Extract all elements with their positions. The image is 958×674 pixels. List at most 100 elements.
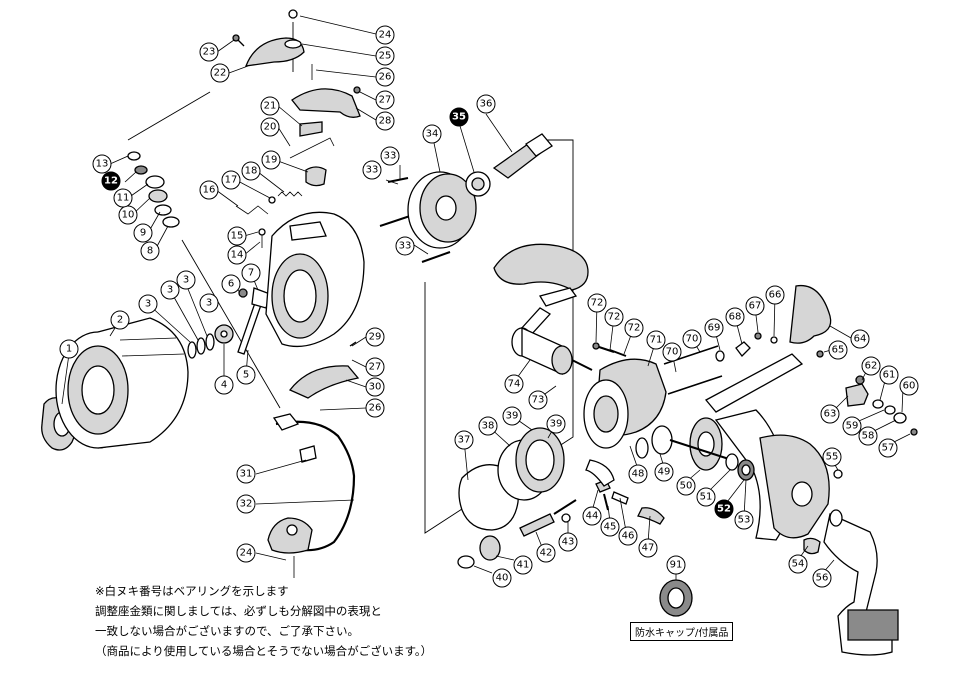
svg-text:17: 17 (225, 175, 238, 186)
callout-68: 68 (725, 307, 745, 327)
svg-text:1: 1 (66, 344, 72, 355)
svg-text:26: 26 (379, 72, 392, 83)
svg-text:65: 65 (832, 345, 845, 356)
svg-text:43: 43 (562, 537, 575, 548)
svg-text:39: 39 (506, 411, 519, 422)
callout-73: 73 (528, 390, 548, 410)
callout-51: 51 (696, 487, 716, 507)
callout-72: 72 (604, 307, 624, 327)
svg-text:72: 72 (608, 312, 621, 323)
callout-3: 3 (138, 294, 158, 314)
callout-labels: 1 2 3 3 3 3 4 5 6 7 8 9 10 11 12 13 14 1… (59, 25, 919, 588)
callout-26: 26 (365, 398, 385, 418)
svg-text:53: 53 (738, 515, 751, 526)
svg-text:74: 74 (508, 379, 521, 390)
callout-55: 55 (822, 447, 842, 467)
callout-49: 49 (654, 462, 674, 482)
callout-54: 54 (788, 554, 808, 574)
svg-text:69: 69 (708, 323, 721, 334)
callout-22: 22 (210, 63, 230, 83)
svg-text:35: 35 (452, 112, 466, 123)
callout-6: 6 (221, 274, 241, 294)
svg-text:63: 63 (824, 409, 837, 420)
callout-56: 56 (812, 568, 832, 588)
callout-28: 28 (375, 111, 395, 131)
callout-18: 18 (241, 161, 261, 181)
svg-text:72: 72 (591, 298, 604, 309)
svg-text:21: 21 (264, 101, 277, 112)
svg-text:16: 16 (203, 185, 216, 196)
svg-text:56: 56 (816, 573, 829, 584)
callout-11: 11 (113, 188, 133, 208)
svg-text:67: 67 (749, 301, 762, 312)
callout-71: 71 (646, 330, 666, 350)
svg-text:33: 33 (399, 241, 412, 252)
callout-63: 63 (820, 404, 840, 424)
callout-15: 15 (227, 226, 247, 246)
callout-25: 25 (375, 46, 395, 66)
svg-text:91: 91 (670, 560, 683, 571)
callout-61: 61 (879, 365, 899, 385)
note-bearing-legend: ※白ヌキ番号はベアリングを示します (95, 584, 289, 598)
svg-text:7: 7 (248, 268, 254, 279)
callout-41: 41 (513, 555, 533, 575)
svg-text:55: 55 (826, 452, 839, 463)
svg-text:33: 33 (384, 151, 397, 162)
svg-text:52: 52 (717, 504, 731, 515)
svg-text:22: 22 (214, 68, 227, 79)
svg-text:10: 10 (122, 210, 135, 221)
callout-70: 70 (662, 342, 682, 362)
callout-5: 5 (236, 365, 256, 385)
callout-12-bearing: 12 (101, 171, 121, 191)
callout-40: 40 (492, 568, 512, 588)
callout-31: 31 (236, 464, 256, 484)
svg-text:46: 46 (622, 531, 635, 542)
callout-33: 33 (395, 236, 415, 256)
callout-36: 36 (476, 94, 496, 114)
callout-34: 34 (422, 124, 442, 144)
callout-91: 91 (666, 555, 686, 575)
callout-39: 39 (546, 414, 566, 434)
note-washer-line1: 調整座金類に関しましては、必ずしも分解図中の表現と (95, 604, 382, 618)
svg-text:33: 33 (366, 165, 379, 176)
svg-text:57: 57 (882, 443, 895, 454)
callout-13: 13 (92, 154, 112, 174)
svg-text:64: 64 (854, 334, 867, 345)
svg-text:38: 38 (482, 421, 495, 432)
svg-text:42: 42 (540, 548, 553, 559)
callout-43: 43 (558, 532, 578, 552)
note-washer-line3: （商品により使用している場合とそうでない場合がございます。） (95, 644, 433, 658)
svg-text:14: 14 (231, 250, 244, 261)
callout-10: 10 (118, 205, 138, 225)
callout-66: 66 (765, 285, 785, 305)
svg-text:23: 23 (203, 47, 216, 58)
svg-text:47: 47 (642, 543, 655, 554)
svg-text:8: 8 (147, 246, 153, 257)
svg-text:13: 13 (96, 159, 109, 170)
callout-60: 60 (899, 376, 919, 396)
svg-text:70: 70 (666, 347, 679, 358)
callout-42: 42 (536, 543, 556, 563)
svg-text:70: 70 (686, 334, 699, 345)
callout-65: 65 (828, 340, 848, 360)
callout-2: 2 (110, 310, 130, 330)
svg-text:3: 3 (206, 298, 212, 309)
callout-72: 72 (624, 318, 644, 338)
svg-text:39: 39 (550, 419, 563, 430)
svg-text:36: 36 (480, 99, 493, 110)
svg-text:11: 11 (117, 193, 130, 204)
svg-text:60: 60 (903, 381, 916, 392)
svg-text:20: 20 (264, 122, 277, 133)
callout-62: 62 (861, 356, 881, 376)
svg-text:71: 71 (650, 335, 663, 346)
svg-text:19: 19 (265, 155, 278, 166)
callout-38: 38 (478, 416, 498, 436)
svg-text:49: 49 (658, 467, 671, 478)
callout-70: 70 (682, 329, 702, 349)
svg-text:3: 3 (145, 299, 151, 310)
svg-text:45: 45 (604, 522, 617, 533)
svg-text:61: 61 (883, 370, 896, 381)
callout-33: 33 (362, 160, 382, 180)
